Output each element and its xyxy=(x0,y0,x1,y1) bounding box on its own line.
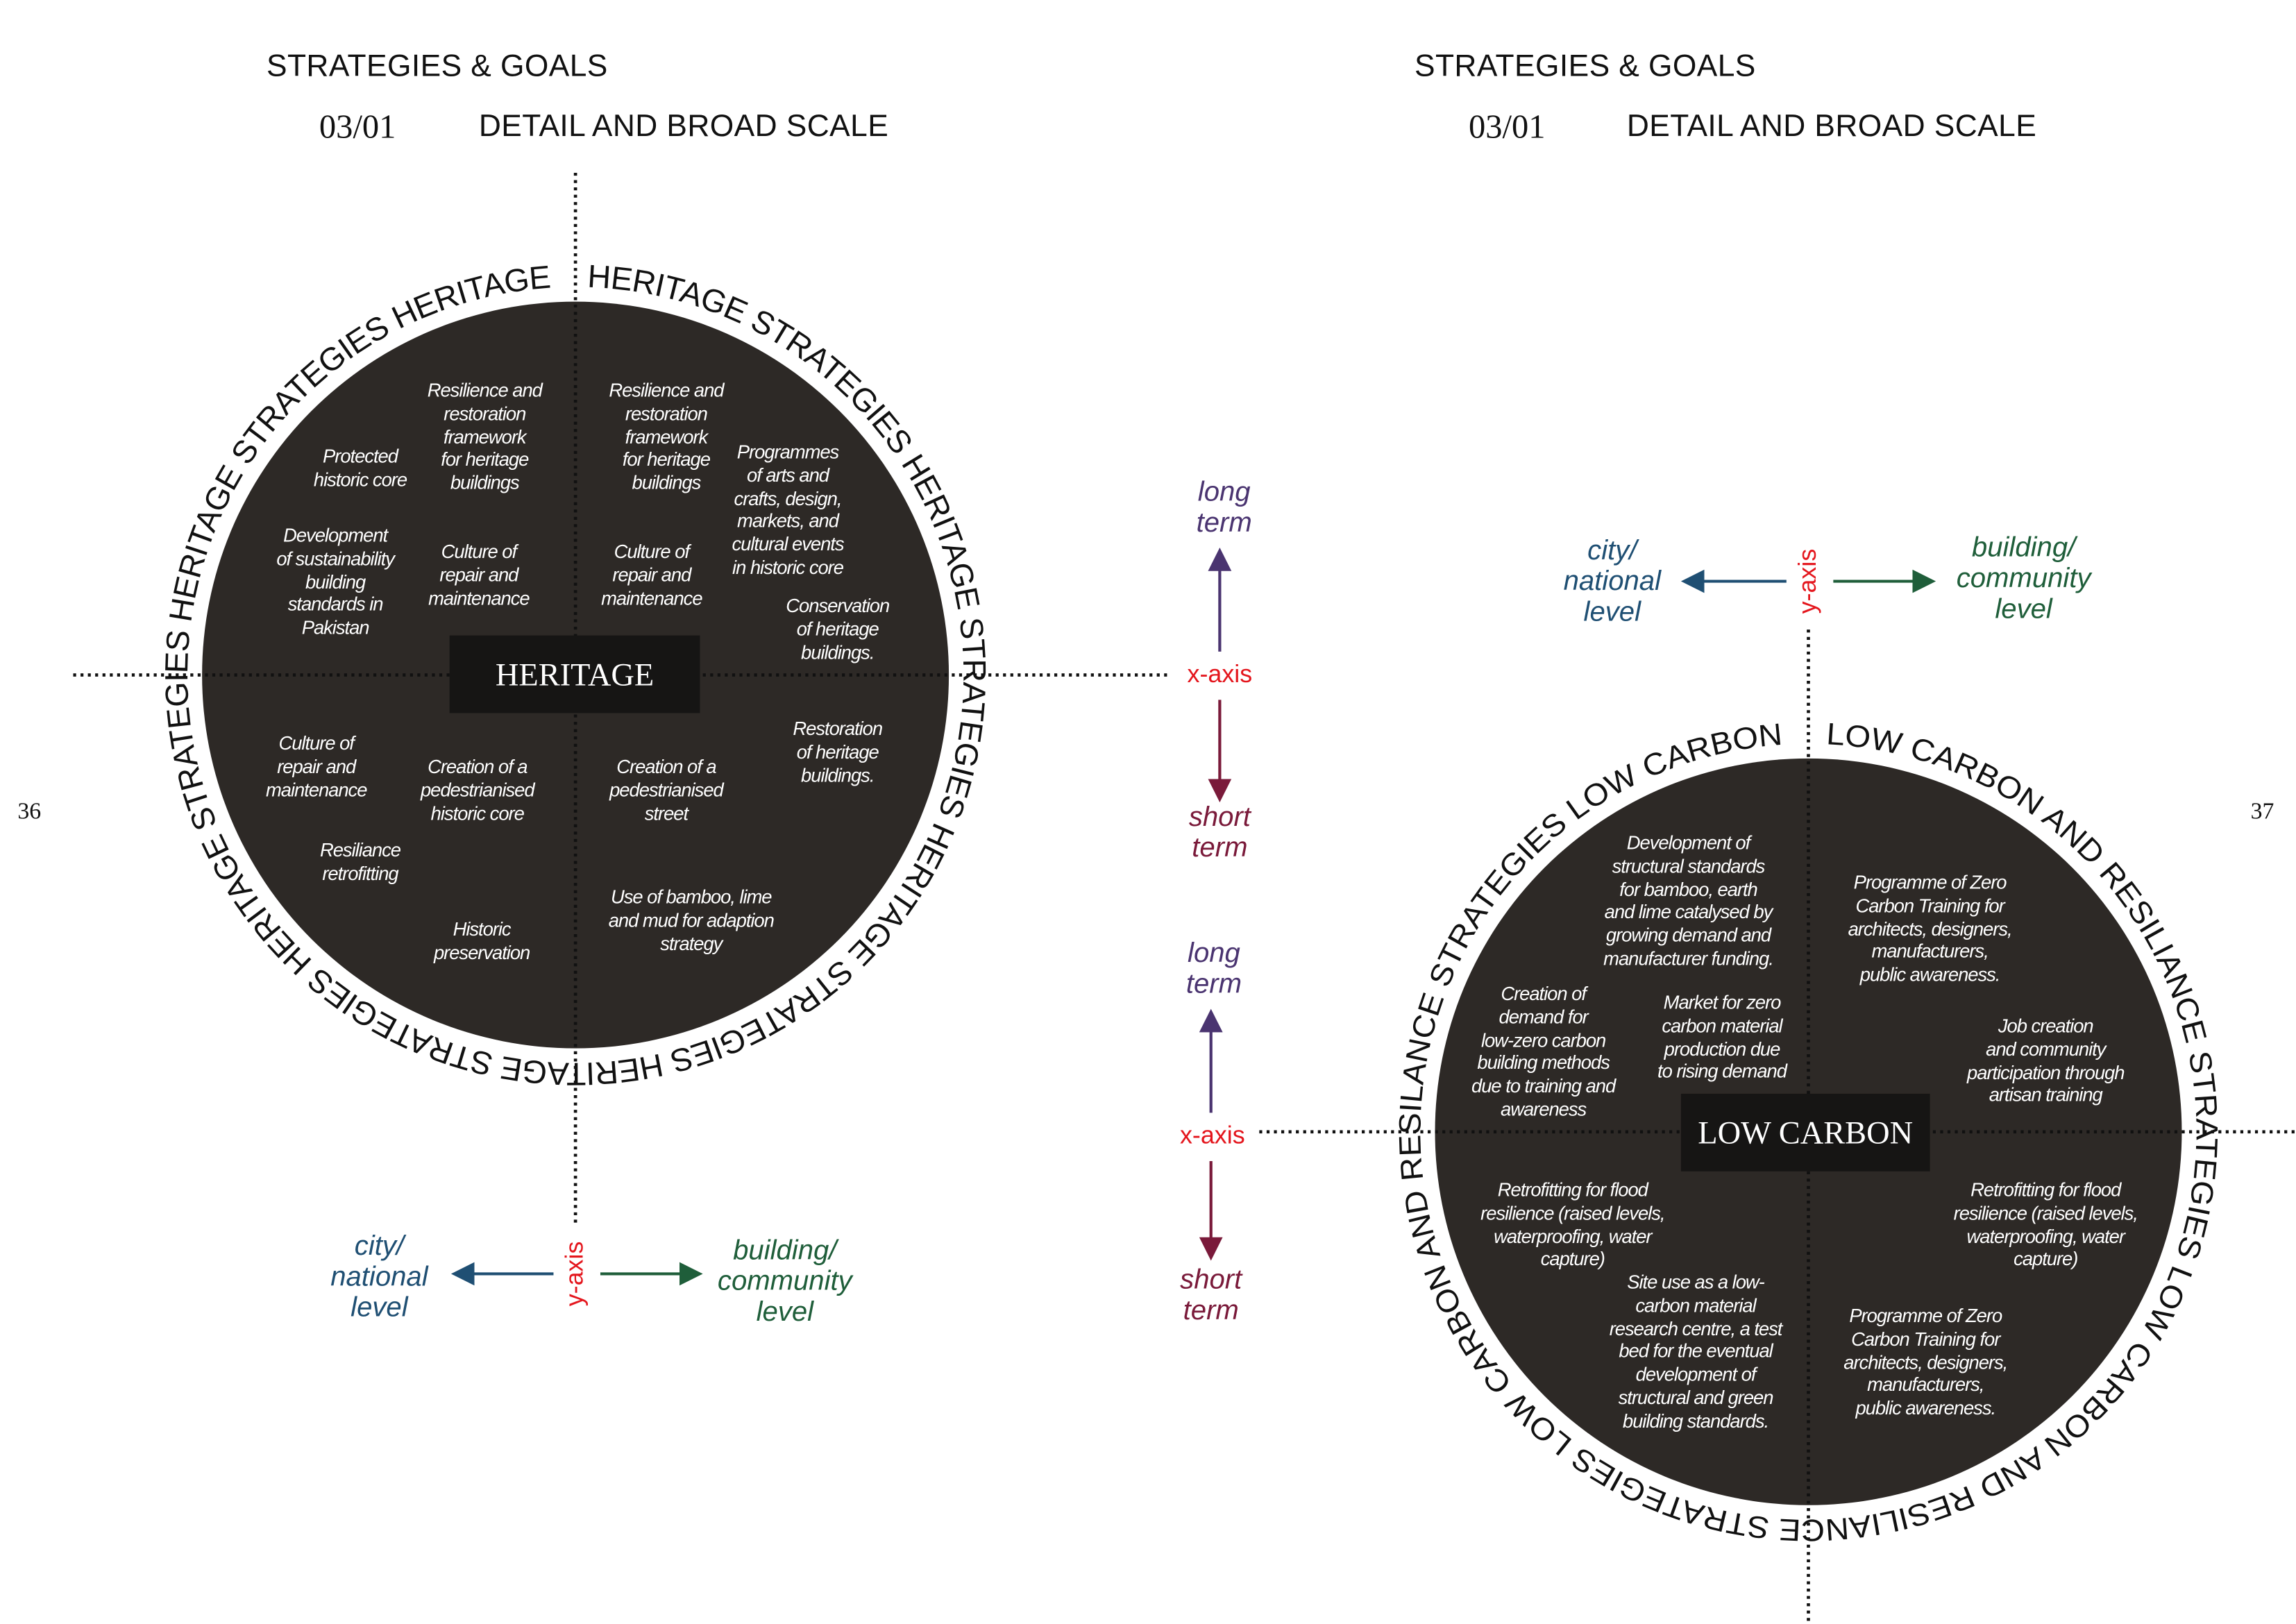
strategy-item: Programmes of arts and crafts, design, m… xyxy=(732,441,845,579)
page-number: 36 xyxy=(17,799,42,824)
section-number: 03/01 xyxy=(1469,108,1546,145)
strategy-item: Conservation of heritage buildings. xyxy=(786,594,890,663)
strategy-item: Market for zero carbon material producti… xyxy=(1657,991,1787,1083)
short-term-label: short term xyxy=(1180,1264,1242,1327)
building-community-level-label: building/ community level xyxy=(717,1235,852,1328)
strategy-item: Resilience and restoration framework for… xyxy=(609,379,724,494)
strategy-item: Job creation and community participation… xyxy=(1967,1015,2125,1106)
short-term-label: short term xyxy=(1188,802,1251,864)
y-axis-label: y-axis xyxy=(561,1238,591,1310)
x-axis-label: x-axis xyxy=(1184,660,1256,690)
city-national-level-label: city/ national level xyxy=(1563,536,1661,629)
strategy-item: Programme of Zero Carbon Training for ar… xyxy=(1843,1304,2008,1419)
y-axis-label: y-axis xyxy=(1793,545,1823,617)
strategy-item: Creation of a pedestrianised street xyxy=(609,755,724,824)
page-header: STRATEGIES & GOALS xyxy=(1414,49,1756,84)
long-term-label: long term xyxy=(1196,477,1252,539)
page-number: 37 xyxy=(2250,799,2274,824)
strategy-item: Culture of repair and maintenance xyxy=(428,540,530,609)
heritage-label: HERITAGE xyxy=(449,635,700,713)
x-axis-label: x-axis xyxy=(1176,1122,1248,1151)
strategy-item: Culture of repair and maintenance xyxy=(265,731,368,801)
strategy-item: Development of sustainability building s… xyxy=(276,524,395,639)
strategy-item: Restoration of heritage buildings. xyxy=(793,717,883,786)
page-header: STRATEGIES & GOALS xyxy=(266,49,608,84)
strategy-item: Programme of Zero Carbon Training for ar… xyxy=(1848,871,2013,986)
section-title: DETAIL AND BROAD SCALE xyxy=(478,110,889,144)
section-number: 03/01 xyxy=(319,108,396,145)
building-community-level-label: building/ community level xyxy=(1956,532,2091,625)
strategy-item: Use of bamboo, lime and mud for adaption… xyxy=(608,886,775,954)
strategy-item: Historic preservation xyxy=(433,917,530,963)
strategy-item: Creation of demand for low-zero carbon b… xyxy=(1471,982,1616,1120)
strategy-item: Resilience and restoration framework for… xyxy=(427,379,543,494)
strategy-item: Resiliance retrofitting xyxy=(319,838,401,884)
low-carbon-label: LOW CARBON xyxy=(1680,1093,1930,1172)
city-national-level-label: city/ national level xyxy=(330,1231,428,1324)
strategy-item: Site use as a low- carbon material resea… xyxy=(1609,1271,1783,1432)
strategy-item: Culture of repair and maintenance xyxy=(601,540,703,609)
long-term-label: long term xyxy=(1185,938,1242,1000)
strategy-item: Development of structural standards for … xyxy=(1603,831,1774,970)
strategy-item: Creation of a pedestrianised historic co… xyxy=(420,755,535,824)
strategy-item: Retrofitting for flood resilience (raise… xyxy=(1953,1178,2138,1270)
strategy-item: Protected historic core xyxy=(313,445,407,491)
section-title: DETAIL AND BROAD SCALE xyxy=(1626,110,2037,144)
strategy-item: Retrofitting for flood resilience (raise… xyxy=(1480,1178,1665,1270)
